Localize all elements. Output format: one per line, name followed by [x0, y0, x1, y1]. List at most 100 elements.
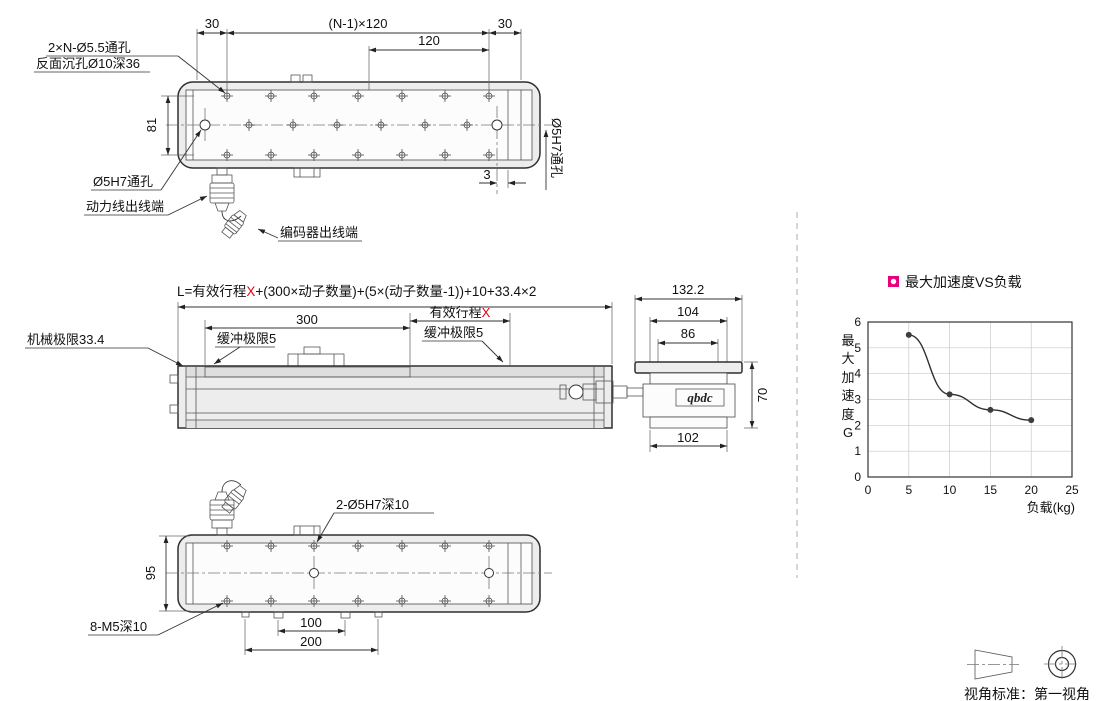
dim-102: 102: [649, 430, 728, 452]
note-side-hole: Ø5H7通孔: [543, 118, 564, 190]
dim-200: 200: [244, 619, 379, 655]
end-view: 132.2 104 86 qbdc: [559, 282, 770, 452]
svg-text:15: 15: [984, 483, 998, 497]
encoder-cable: [221, 480, 242, 493]
note-text: Ø5H7通孔: [549, 118, 564, 178]
formula-x: X: [246, 284, 255, 299]
note-buffer-right: 缓冲极限5: [422, 325, 504, 363]
dim-text: 30: [498, 16, 512, 31]
pin-hole-right: [484, 568, 494, 578]
svg-text:5: 5: [854, 341, 861, 355]
pin-hole-right: [491, 119, 503, 131]
dim-30-left: 30: [196, 16, 228, 90]
end-view-body: qbdc: [634, 361, 743, 429]
note-thread-holes: 8-M5深10: [88, 602, 224, 636]
chart-y-axis-label: 最大加速度G: [841, 333, 855, 441]
projection-standard-note: 视角标准：第一视角: [964, 686, 1090, 701]
dim-104: 104: [649, 304, 728, 372]
dim-text: 102: [677, 430, 699, 445]
length-formula: L=有效行程X+(300×动子数量)+(5×(动子数量-1))+10+33.4×…: [177, 284, 536, 299]
svg-text:1: 1: [854, 444, 861, 458]
dim-effective-stroke: 有效行程X: [410, 305, 511, 365]
dim-text: 104: [677, 304, 699, 319]
note-text: 编码器出线端: [280, 225, 358, 240]
pin-hole-left: [309, 568, 319, 578]
note-text: 反面沉孔Ø10深36: [36, 56, 140, 71]
logo-plate: [675, 388, 725, 407]
formula-suffix: +(300×动子数量)+(5×(动子数量-1))+10+33.4×2: [255, 284, 536, 299]
note-text: 8-M5深10: [90, 619, 147, 634]
dim-text: 81: [144, 118, 159, 132]
svg-text:0: 0: [865, 483, 872, 497]
note-power-outlet: 动力线出线端: [84, 195, 208, 216]
svg-text:25: 25: [1065, 483, 1079, 497]
dim-text: 30: [205, 16, 219, 31]
bottom-view-body: [177, 525, 541, 619]
chart-plot-area: 0 1 2 3 4 5 6 0 5 10 15 20 25: [854, 315, 1079, 497]
note-text: Ø5H7通孔: [93, 174, 153, 189]
dim-text: 3: [483, 167, 490, 182]
side-view: L=有效行程X+(300×动子数量)+(5×(动子数量-1))+10+33.4×…: [25, 284, 613, 429]
note-text: 2-Ø5H7深10: [336, 497, 409, 512]
dim-text: 86: [681, 326, 695, 341]
dim-text: 95: [143, 566, 158, 580]
dim-text: 120: [418, 33, 440, 48]
dim-text: 200: [300, 634, 322, 649]
dim-text: 132.2: [672, 282, 705, 297]
svg-text:20: 20: [1025, 483, 1039, 497]
note-mech-limit: 机械极限33.4: [25, 332, 184, 367]
svg-text:2: 2: [854, 418, 861, 432]
brand-logo: qbdc: [687, 390, 713, 405]
dim-text: 有效行程X: [430, 305, 491, 320]
end-view-connectors: [559, 380, 644, 404]
note-center-hole: Ø5H7通孔: [91, 129, 202, 191]
svg-text:6: 6: [854, 315, 861, 329]
dim-text: (N-1)×120: [329, 16, 388, 31]
dim-text: 300: [296, 312, 318, 327]
side-view-body: [169, 346, 613, 429]
note-text: 缓冲极限5: [424, 325, 483, 340]
dim-text: 100: [300, 615, 322, 630]
note-through-holes: 2×N-Ø5.5通孔 反面沉孔Ø10深36: [34, 40, 226, 94]
note-pin-holes: 2-Ø5H7深10: [316, 497, 434, 543]
sensor-block: [293, 525, 321, 536]
note-text: 动力线出线端: [86, 199, 164, 214]
svg-text:3: 3: [854, 393, 861, 407]
power-connector: [209, 167, 235, 212]
sensor-block: [293, 167, 321, 178]
carriage-block: [287, 353, 345, 367]
pin-hole-left: [199, 119, 211, 131]
top-view: 30 (N-1)×120 30 120 81 3: [34, 16, 564, 242]
dim-overall-length: [177, 302, 613, 364]
note-text: 机械极限33.4: [27, 332, 104, 347]
dim-70: 70: [744, 361, 770, 429]
bottom-view: 95 2-Ø5H7深10 8-M5深10 100 200: [88, 480, 552, 655]
dim-81: 81: [144, 95, 194, 156]
dim-30-right: 30: [489, 16, 522, 80]
encoder-connector: [221, 210, 247, 239]
svg-text:0: 0: [854, 470, 861, 484]
dim-120: 120: [368, 33, 489, 90]
first-angle-projection-symbol: 视角标准：第一视角: [964, 646, 1090, 701]
top-view-body: [177, 74, 541, 178]
grease-nipple: [290, 74, 301, 83]
chart-title-bullet-dot: [890, 278, 897, 285]
frustum-symbol-icon: [974, 649, 1013, 680]
formula-prefix: L=有效行程: [177, 284, 246, 299]
svg-text:5: 5: [905, 483, 912, 497]
svg-text:10: 10: [943, 483, 957, 497]
dim-3: 3: [479, 167, 526, 188]
dim-text: 70: [755, 388, 770, 402]
note-text: 2×N-Ø5.5通孔: [48, 40, 131, 55]
note-text: 缓冲极限5: [217, 331, 276, 346]
encoder-connector: [221, 485, 247, 514]
dim-hole-pitch: (N-1)×120: [227, 16, 490, 90]
grease-nipple: [302, 74, 313, 83]
power-connector: [209, 491, 235, 536]
chart-title: 最大加速度VS负载: [905, 274, 1022, 290]
svg-text:4: 4: [854, 367, 861, 381]
dim-95: 95: [143, 535, 190, 612]
